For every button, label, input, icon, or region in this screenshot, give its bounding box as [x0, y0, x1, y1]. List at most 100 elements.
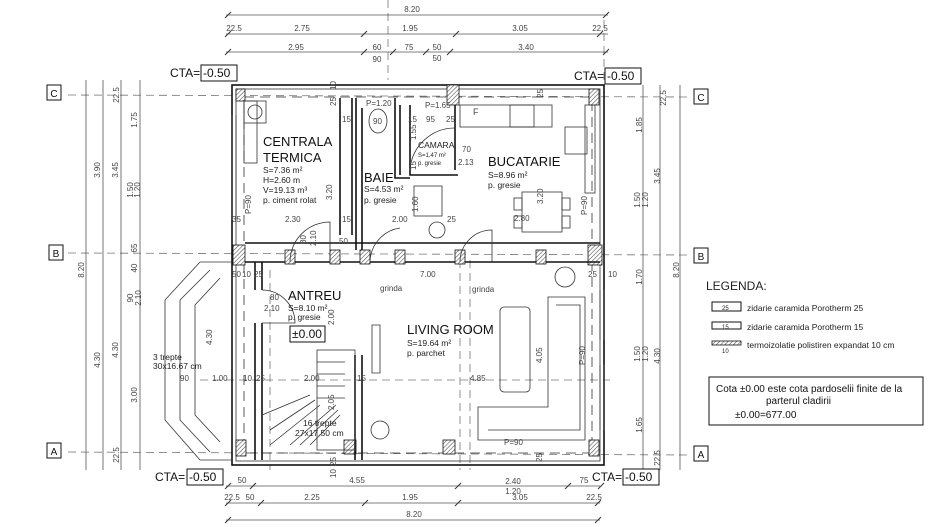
axis-a-left: A: [51, 447, 58, 458]
room-volume: V=19.13 m³: [263, 185, 307, 195]
dim-text: 65: [130, 243, 139, 252]
stairs-count: 3 trepte: [153, 352, 182, 362]
dim-text: 1.00: [212, 374, 228, 383]
axis-c-right: C: [697, 93, 704, 104]
dim-text: 15: [409, 161, 418, 170]
dim-text: F: [473, 107, 479, 117]
room-area: S=1.47 m²: [418, 153, 446, 159]
cta-label: CTA=: [574, 69, 604, 83]
dim-text: 1.50: [633, 192, 642, 208]
legend-item: termoizolatie polistiren expandat 10 cm: [747, 340, 894, 350]
dimensions-left: 22.5 1.75 3.90 3.45 1.50 1.20 65 8.20 40…: [77, 87, 143, 463]
dim-text: 1.20: [133, 182, 142, 198]
dim-text: 50: [339, 237, 348, 246]
dim-text: 4.30: [111, 342, 120, 358]
dim-text: 10: [243, 374, 252, 383]
cta-top-right: CTA= -0.50: [574, 67, 642, 85]
note-text: Cota ±0.00 este cota pardoselii finite d…: [716, 384, 903, 395]
dim-text: 2.40: [505, 477, 521, 486]
cta-value: -0.50: [203, 66, 231, 80]
dim-text: 2.05: [327, 394, 336, 410]
cta-value: -0.50: [625, 470, 653, 484]
dim-text: 2.95: [288, 43, 304, 52]
dim-text: 50: [232, 270, 241, 279]
dim-text: 50: [433, 43, 442, 52]
axis-labels: C C B B A A: [46, 84, 709, 462]
dim-text: 25: [254, 270, 263, 279]
dim-text: 25: [256, 374, 265, 383]
dim-text: 75: [405, 43, 414, 52]
dim-text: 22.5: [224, 493, 240, 502]
note-text: parterul cladirii: [766, 396, 831, 407]
room-name: LIVING ROOM: [407, 322, 494, 337]
dim-text: 2.10: [264, 304, 280, 313]
toilet-icon: [368, 108, 388, 134]
dim-text: 2.10: [134, 290, 143, 306]
cta-label: CTA=: [170, 66, 200, 80]
dim-text: 1.20: [641, 192, 650, 208]
dim-text: 25: [329, 457, 338, 466]
dim-text: P=1.65: [425, 101, 451, 110]
dining-table: [521, 191, 563, 233]
stairs-size: 27x17.50 cm: [295, 428, 344, 438]
coffee-table: [499, 306, 531, 393]
dim-text: 1.65: [635, 417, 644, 433]
legend-item: zidarie caramida Porotherm 15: [747, 322, 863, 332]
dim-text: 10: [329, 469, 338, 478]
legend-item: zidarie caramida Porotherm 25: [747, 303, 863, 313]
room-area: S=8.96 m²: [488, 170, 528, 180]
dim-text: 22.5: [592, 24, 608, 33]
dim-text: 3.90: [93, 162, 102, 178]
dim-text: 35: [232, 215, 241, 224]
cta-value: -0.50: [189, 470, 217, 484]
brick-15-symbol: [711, 321, 742, 330]
legend-symbol-text: 15: [722, 325, 729, 331]
dim-text: P=90: [504, 438, 523, 447]
dim-text: 75: [580, 476, 589, 485]
dim-text: 95: [426, 115, 435, 124]
stairs-labels: 3 trepte 30x16.67 cm 16 trepte 27x17.50 …: [153, 352, 344, 438]
note-text: ±0.00=677.00: [735, 410, 797, 421]
dim-text: 2.30: [285, 215, 301, 224]
room-floor: p. parchet: [407, 348, 445, 358]
dim-text: 8.20: [77, 262, 86, 278]
dim-text: 8.20: [672, 262, 681, 278]
room-living: LIVING ROOM S=19.64 m² p. parchet: [407, 322, 494, 358]
dim-text: 10: [608, 270, 617, 279]
dim-text: 8.20: [406, 510, 422, 519]
room-area: S=7.36 m²: [263, 165, 303, 175]
level-marker: ±0.00: [292, 327, 322, 341]
dim-text: 3.45: [111, 162, 120, 178]
shower-icon: [413, 185, 443, 217]
dim-text: 2.00: [327, 309, 336, 325]
dim-text: grinda: [380, 284, 403, 293]
doors: [261, 127, 493, 324]
room-bucatarie: BUCATARIE S=8.96 m² p. gresie: [488, 154, 561, 190]
dim-text: 2.00: [392, 215, 408, 224]
room-camara: CAMARA S=1.47 m² p. gresie: [418, 140, 455, 167]
cta-bottom-right: CTA= -0.50: [592, 468, 660, 486]
plant-icon: [370, 420, 390, 440]
dim-text: 4.85: [470, 374, 486, 383]
dim-text: 90: [373, 117, 382, 126]
level-note: Cota ±0.00 este cota pardoselii finite d…: [708, 376, 924, 426]
plant-icon: [554, 266, 576, 288]
dim-text: 22.5: [226, 24, 242, 33]
dim-text: 15: [342, 115, 351, 124]
dimensions-right: 22.5 1.85 3.45 1.50 1.20 1.70 8.20 1.50 …: [633, 90, 681, 466]
dim-text: 1.95: [402, 24, 418, 33]
dim-text: 1.55: [409, 124, 418, 140]
dim-text: 22.5: [112, 87, 121, 103]
dim-text: 25: [329, 97, 338, 106]
cta-value: -0.50: [607, 69, 635, 83]
room-height: H=2.60 m: [263, 175, 300, 185]
dim-text: 3.45: [653, 168, 662, 184]
dim-text: 25: [446, 115, 455, 124]
kitchen-counter: [459, 104, 553, 128]
dim-text: 1.95: [402, 493, 418, 502]
dim-text: 70: [462, 145, 471, 154]
room-name: CAMARA: [418, 140, 455, 150]
dim-text: P=90: [244, 195, 253, 214]
dim-text: 4.05: [535, 347, 544, 363]
dim-text: 1.20: [505, 487, 521, 496]
